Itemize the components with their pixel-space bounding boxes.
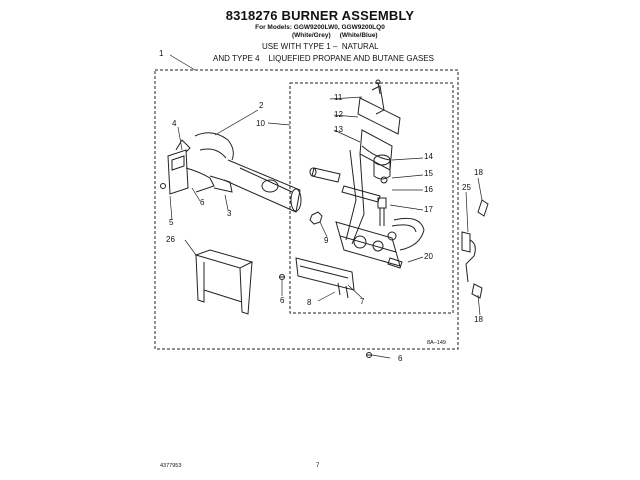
color-variant-white-blue: (White/Blue) xyxy=(339,32,378,39)
callout-8: 8 xyxy=(307,298,312,307)
mounting-plate-7-icon xyxy=(295,257,355,291)
callout-2: 2 xyxy=(259,101,264,110)
usage-line-lp: AND TYPE 4 LIQUEFIED PROPANE AND BUTANE … xyxy=(213,54,434,63)
callout-5: 5 xyxy=(169,218,174,227)
inner-valve-frame xyxy=(289,82,454,314)
valve-solenoid-12-icon xyxy=(357,97,401,135)
screw-5-icon xyxy=(160,183,166,189)
color-variants: (White/Grey) (White/Blue) xyxy=(292,32,378,39)
page-number: 7 xyxy=(316,463,320,469)
callout-6b: 6 xyxy=(280,296,285,305)
callout-10: 10 xyxy=(256,119,265,128)
callout-15: 15 xyxy=(424,169,433,178)
callout-4: 4 xyxy=(172,119,177,128)
callout-7: 7 xyxy=(360,297,365,306)
sensor-25-icon xyxy=(461,231,471,253)
callout-17: 17 xyxy=(424,205,433,214)
callout-3: 3 xyxy=(227,209,232,218)
callout-14: 14 xyxy=(424,152,433,161)
callout-18b: 18 xyxy=(474,315,483,324)
callout-11: 11 xyxy=(334,93,343,102)
document-number: 4377953 xyxy=(160,463,182,469)
drawing-reference: 8A–149 xyxy=(427,340,446,346)
callout-13: 13 xyxy=(334,125,343,134)
leader-lines xyxy=(169,54,483,359)
burner-tube-icon xyxy=(194,132,234,161)
outer-assembly-frame xyxy=(154,69,459,350)
callout-12: 12 xyxy=(334,110,343,119)
callout-20: 20 xyxy=(424,252,433,261)
page-title: 8318276 BURNER ASSEMBLY xyxy=(225,8,415,23)
nut-9-icon xyxy=(309,211,323,225)
callout-1: 1 xyxy=(159,49,164,58)
callout-9: 9 xyxy=(324,236,329,245)
color-variant-white-grey: (White/Grey) xyxy=(292,32,331,39)
usage-line-natural: USE WITH TYPE 1 – NATURAL xyxy=(262,42,379,51)
callout-6c: 6 xyxy=(398,354,403,363)
callout-25: 25 xyxy=(462,183,471,192)
models-line: For Models: GGW9200LW0, GGW9200LQ0 xyxy=(255,24,385,31)
screw-18b-icon xyxy=(471,283,483,299)
callout-16: 16 xyxy=(424,185,433,194)
callout-26: 26 xyxy=(166,235,175,244)
callout-18a: 18 xyxy=(474,168,483,177)
screw-18a-icon xyxy=(477,199,489,217)
callout-6a: 6 xyxy=(200,198,205,207)
orifice-20-icon xyxy=(387,257,403,269)
